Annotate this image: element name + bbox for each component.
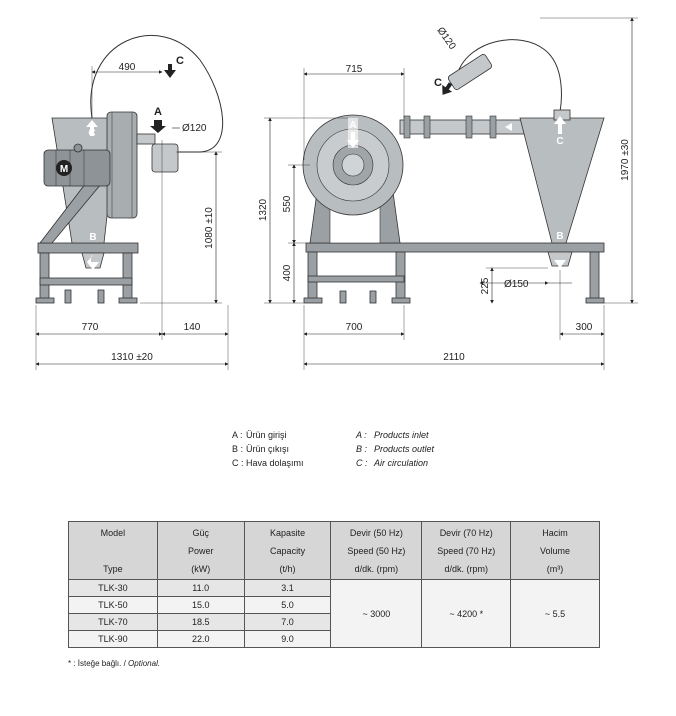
cell-capacity: 9.0	[243, 630, 332, 648]
cell-volume: ~ 5.5	[510, 579, 600, 648]
cell-power: 11.0	[156, 579, 245, 597]
header-speed-50: Devir (50 Hz)Speed (50 Hz)d/dk. (rpm)	[330, 521, 423, 580]
air-c-arrow	[164, 64, 176, 78]
label-c-inner: C	[88, 128, 95, 139]
cell-power: 18.5	[156, 613, 245, 631]
technical-drawing: M A Ø120 C C B 490 1080 ±10 770 140 1310…	[35, 17, 638, 370]
header-speed-70: Devir (70 Hz)Speed (70 Hz)d/dk. (rpm)	[421, 521, 512, 580]
legend-row-b: B : Ürün çıkışı B : Products outlet	[232, 442, 434, 456]
table-row: TLK-30 11.0 3.1 ~ 3000 ~ 4200 * ~ 5.5	[68, 579, 600, 648]
front-left-width: 700	[346, 322, 363, 333]
legend-key: B :	[232, 444, 244, 454]
legend-en-text: Products outlet	[374, 444, 435, 454]
legend-en-text: Air circulation	[374, 458, 429, 468]
cell-capacity: 7.0	[243, 613, 332, 631]
front-air-duct-curve	[457, 39, 562, 113]
cell-model: TLK-50	[68, 596, 158, 614]
legend-en-text: Products inlet	[374, 430, 429, 440]
legend-key: B :	[356, 444, 368, 454]
cell-power: 15.0	[156, 596, 245, 614]
legend-key: A :	[232, 430, 243, 440]
cell-speed-70: ~ 4200 *	[421, 579, 512, 648]
front-total-height: 1320	[258, 198, 269, 221]
cell-capacity: 3.1	[243, 579, 332, 597]
footnote: * : İsteğe bağlı. / Optional.	[68, 659, 161, 668]
cell-model: TLK-90	[68, 630, 158, 648]
front-top-width: 715	[346, 64, 363, 75]
side-inlet-diameter: Ø120	[182, 123, 207, 134]
front-label-c-top: C	[434, 77, 442, 89]
inlet-a-arrow	[150, 120, 166, 133]
air-duct-curve	[90, 35, 223, 153]
legend-key: A :	[356, 430, 367, 440]
cell-model: TLK-70	[68, 613, 158, 631]
side-view: M A Ø120 C C B 490 1080 ±10 770 140 1310…	[35, 35, 229, 370]
cell-speed-50: ~ 3000	[330, 579, 423, 648]
legend-key: C :	[232, 458, 244, 468]
front-right-width: 300	[576, 322, 593, 333]
side-height: 1080 ±10	[204, 207, 215, 249]
legend-tr-text: Ürün girişi	[246, 430, 287, 440]
motor-label: M	[60, 164, 68, 175]
legend-tr-text: Ürün çıkışı	[246, 444, 290, 454]
front-cyclone-height: 1970 ±30	[620, 139, 631, 181]
legend-row-a: A : Ürün girişi A : Products inlet	[232, 428, 434, 442]
legend: A : Ürün girişi A : Products inlet B : Ü…	[232, 428, 434, 470]
front-pipe-diameter: Ø120	[435, 25, 458, 52]
side-base-left: 770	[82, 322, 99, 333]
front-label-b: B	[556, 231, 563, 242]
label-b: B	[89, 232, 96, 243]
cell-power: 22.0	[156, 630, 245, 648]
label-c-top: C	[176, 55, 184, 67]
front-outlet-height: 225	[480, 277, 491, 294]
front-upper-height: 550	[282, 195, 293, 212]
cell-capacity: 5.0	[243, 596, 332, 614]
header-model: Model Type	[68, 521, 158, 580]
legend-key: C :	[356, 458, 368, 468]
front-label-c-inner: C	[556, 136, 563, 147]
motor-badge	[56, 160, 72, 176]
side-top-width: 490	[119, 62, 136, 73]
front-outlet-diameter: Ø150	[504, 279, 529, 290]
legend-row-c: C : Hava dolaşımı C : Air circulation	[232, 456, 434, 470]
front-lower-height: 400	[282, 264, 293, 281]
front-air-c-arrow	[442, 82, 453, 95]
legend-tr-text: Hava dolaşımı	[246, 458, 304, 468]
cell-model: TLK-30	[68, 579, 158, 597]
label-a: A	[154, 106, 162, 118]
side-total-width: 1310 ±20	[111, 352, 153, 363]
front-view: C B A C Ø120 715 1320 550 400 1970 ±30 Ø…	[258, 17, 638, 370]
side-base-right: 140	[184, 322, 201, 333]
front-label-a: A	[349, 120, 356, 131]
front-total-width: 2110	[443, 352, 465, 363]
